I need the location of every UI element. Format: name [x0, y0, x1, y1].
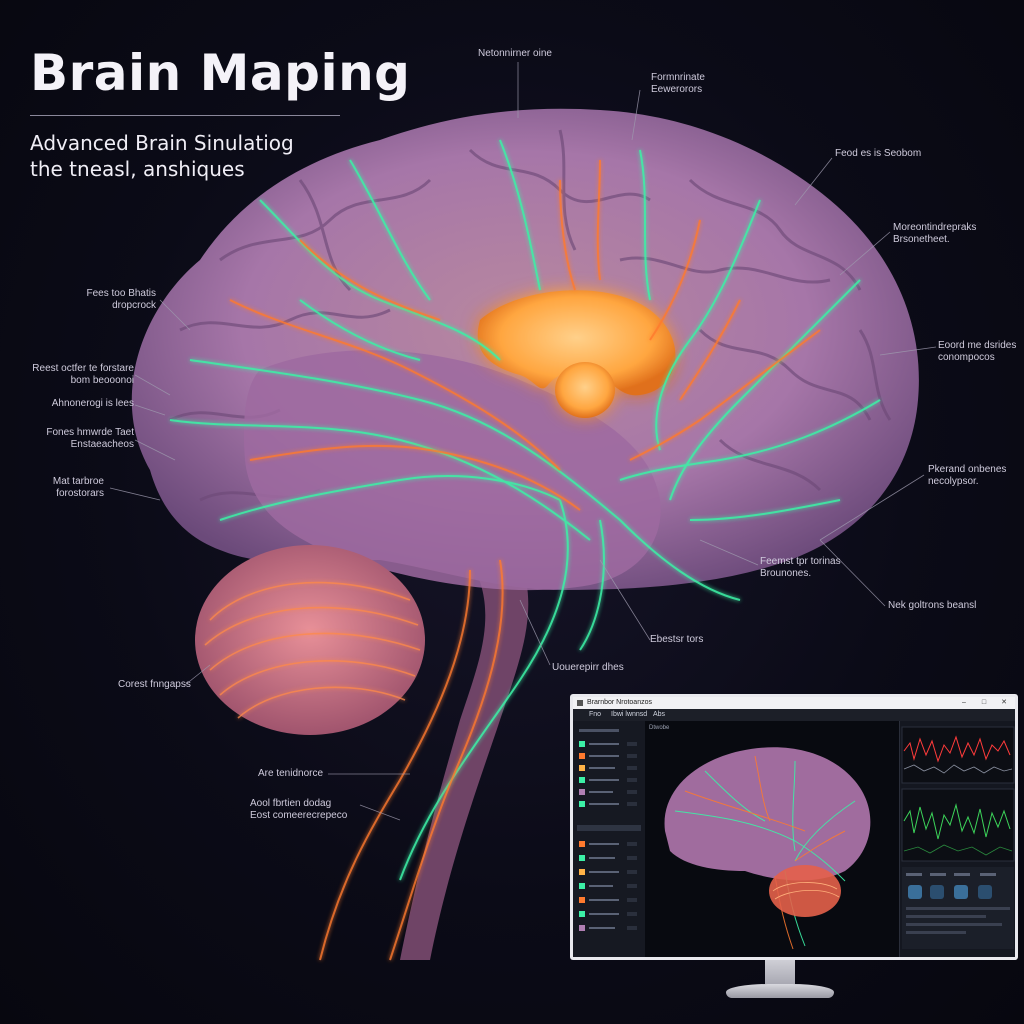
callout-left-2: Reest octfer te forstare bom beooonoi — [20, 363, 134, 387]
glowing-core — [477, 290, 676, 396]
window-titlebar: Brarnbor Nrotoanzos – □ ✕ — [573, 697, 1015, 709]
signal-charts — [901, 726, 1015, 949]
signal-panel — [899, 721, 1015, 957]
title-divider — [30, 115, 340, 116]
callout-left-3: Ahnonerogi is lees — [51, 398, 134, 409]
maximize-button[interactable]: □ — [981, 699, 987, 706]
callout-bottom-2: Aool fbrtien dodag Eost comeerecrepeco — [250, 798, 347, 822]
brain-3d-view[interactable]: Dtwobe — [645, 721, 899, 957]
callout-line: Fees too Bhatis — [86, 288, 156, 299]
page-title: Brain Maping — [30, 44, 411, 102]
callout-line: Pkerand onbenes — [928, 464, 1007, 475]
callout-top-right-1: Formnrinate Eewerorors — [651, 72, 705, 96]
callout-left-4: Fones hmwrde Taet Enstaeacheos — [14, 427, 134, 451]
minimize-button[interactable]: – — [962, 699, 966, 706]
menu-item-view[interactable]: Ibwi lwnnsd — [611, 711, 648, 718]
callout-line: Eewerorors — [651, 84, 703, 95]
callout-line: Formnrinate — [651, 72, 705, 83]
green-signal-trace — [903, 803, 1011, 840]
view-label: Dtwobe — [649, 725, 670, 731]
window-title: Brarnbor Nrotoanzos — [587, 699, 652, 706]
callout-top-right-2: Feod es is Seobom — [835, 148, 922, 159]
callout-line: conompocos — [938, 352, 995, 363]
callout-right-1: Moreontindrepraks Brsonetheet. — [893, 222, 976, 246]
left-panel-controls — [577, 729, 641, 931]
callout-line: bom beooonoi — [70, 375, 134, 386]
app-icon — [577, 700, 583, 706]
callout-line: dropcrock — [112, 300, 156, 311]
callout-right-2: Eoord me dsrides conompocos — [938, 340, 1016, 364]
close-button[interactable]: ✕ — [1001, 699, 1007, 706]
subtitle-line-1: Advanced Brain Sinulatiog — [30, 131, 294, 155]
callout-mid-3: Uouerepirr dhes — [552, 662, 624, 673]
callout-top-center: Netonnirner oine — [478, 48, 552, 59]
callout-left-1: Fees too Bhatis dropcrock — [60, 288, 156, 312]
menu-item-tools[interactable]: Abs — [653, 711, 666, 718]
left-panel — [573, 721, 646, 957]
callout-line: Mat tarbroe — [52, 476, 104, 487]
callout-line: Moreontindrepraks — [893, 222, 977, 233]
callout-line: Brsonetheet. — [893, 234, 950, 245]
callout-line: forostorars — [56, 488, 104, 499]
callout-bottom-1: Are tenidnorce — [258, 768, 324, 779]
subtitle-line-2: the tneasl, anshiques — [30, 157, 245, 181]
callout-line: Reest octfer te forstare — [32, 363, 134, 374]
temporal-lobe — [243, 350, 661, 591]
callout-line: Fones hmwrde Taet — [46, 427, 134, 438]
subtitle: Advanced Brain Sinulatiog the tneasl, an… — [30, 130, 294, 182]
callout-left-6: Corest fnngapss — [118, 679, 191, 690]
monitor-stand-neck — [765, 960, 795, 984]
dark-green-signal-trace — [903, 844, 1013, 856]
monitor-stand-base — [726, 984, 834, 998]
callout-line: Feemst tpr torinas — [760, 556, 841, 567]
callout-line: Eost comeerecrepeco — [250, 810, 348, 821]
monitor: Brarnbor Nrotoanzos – □ ✕ Fno Ibwi lwnns… — [570, 694, 1018, 960]
callout-line: Eoord me dsrides — [938, 340, 1017, 351]
callout-right-4: Nek goltrons beansl — [888, 600, 977, 611]
callout-line: Aool fbrtien dodag — [250, 798, 332, 809]
callout-line: Enstaeacheos — [70, 439, 134, 450]
callout-mid-1: Feemst tpr torinas Brounones. — [760, 556, 841, 580]
callout-line: Brounones. — [760, 568, 812, 579]
gray-signal-trace — [903, 764, 1013, 774]
view-brain-render — [664, 747, 871, 950]
callout-right-3: Pkerand onbenes necolypsor. — [928, 464, 1006, 488]
menu-bar: Fno Ibwi lwnnsd Abs — [573, 709, 1015, 721]
red-signal-trace — [903, 735, 1011, 763]
panel-rows — [577, 729, 641, 931]
callout-left-5: Mat tarbroe forostorars — [20, 476, 104, 500]
menu-item-file[interactable]: Fno — [589, 711, 602, 718]
callout-mid-2: Ebestsr tors — [650, 634, 704, 645]
callout-line: necolypsor. — [928, 476, 979, 487]
cerebellum — [195, 545, 425, 735]
monitor-screen: Brarnbor Nrotoanzos – □ ✕ Fno Ibwi lwnns… — [573, 697, 1015, 957]
